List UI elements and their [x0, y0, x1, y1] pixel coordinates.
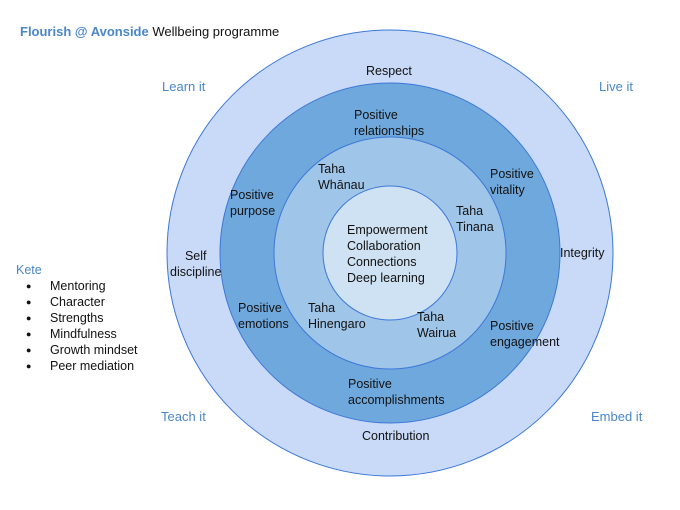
- kete-title: Kete: [16, 263, 42, 277]
- kete-item: Peer mediation: [16, 358, 150, 374]
- core-value: Collaboration: [347, 239, 421, 253]
- corner-teach-it: Teach it: [161, 409, 206, 424]
- corner-embed-it: Embed it: [591, 409, 643, 424]
- core-values: Empowerment Collaboration Connections De…: [347, 222, 428, 286]
- title-rest: Wellbeing programme: [148, 24, 280, 39]
- kete-item: Growth mindset: [16, 342, 150, 358]
- label-contribution: Contribution: [362, 429, 430, 443]
- kete-item: Mentoring: [16, 278, 150, 294]
- kete-item: Character: [16, 294, 150, 310]
- corner-learn-it: Learn it: [162, 79, 206, 94]
- label-integrity: Integrity: [560, 246, 605, 260]
- page-title: Flourish @ Avonside Wellbeing programme: [20, 24, 279, 40]
- kete-item: Strengths: [16, 310, 150, 326]
- core-value: Deep learning: [347, 271, 425, 285]
- core-value: Empowerment: [347, 223, 428, 237]
- core-value: Connections: [347, 255, 417, 269]
- label-respect: Respect: [366, 64, 412, 78]
- title-brand: Flourish @ Avonside: [20, 24, 149, 39]
- corner-live-it: Live it: [599, 79, 633, 94]
- core-circle: [322, 185, 458, 321]
- kete-item: Mindfulness: [16, 326, 150, 342]
- kete-list: Kete Mentoring Character Strengths Mindf…: [16, 262, 150, 374]
